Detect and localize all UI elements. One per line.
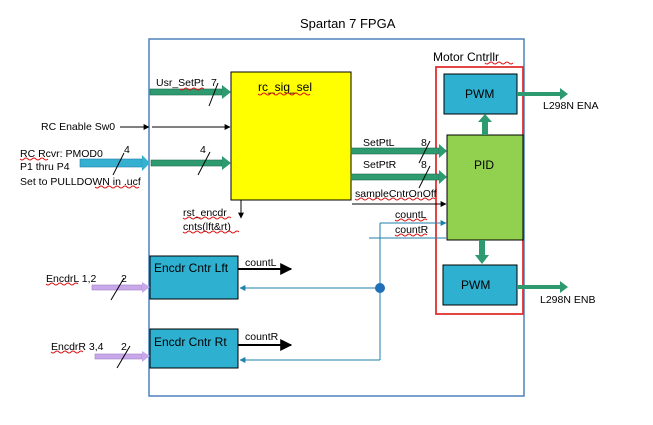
setptl-label: SetPtL [363, 137, 395, 149]
rc-rcvr-line3: Set to PULLDOWN in .ucf [20, 176, 141, 188]
sample-cntr-label: sampleCntrOnOff [355, 188, 437, 200]
rc-rcvr-line2: P1 thru P4 [20, 161, 70, 173]
spell-underline [394, 218, 428, 222]
pwm-bottom-block[interactable] [442, 264, 518, 306]
rst-encdr-line1: rst_encdr [183, 207, 227, 219]
encdrl-width: 2 [121, 273, 127, 285]
countl-out-label: countL [245, 257, 277, 269]
encdrl-label: EncdrL 1,2 [46, 273, 97, 285]
setptr-arrow [350, 170, 447, 184]
countr-out-label: countR [245, 331, 279, 343]
setptr-width: 8 [421, 159, 427, 171]
diagram-title: Spartan 7 FPGA [300, 16, 396, 31]
setptr-label: SetPtR [363, 159, 397, 171]
spell-underline [179, 87, 205, 91]
usr-setpt-label: Usr_SetPt [156, 77, 204, 89]
usr-setpt-arrow [149, 85, 231, 99]
spell-underline [19, 157, 49, 161]
rst-encdr-line2: cnts(lft&rt) [183, 221, 231, 233]
motor-controller-label: Motor Cntrllr [433, 50, 499, 64]
bus-slash [208, 82, 219, 107]
spell-underline [394, 233, 428, 237]
rc-rcvr-outer-arrow [79, 155, 150, 171]
encdrr-width: 2 [121, 341, 127, 353]
spell-underline [182, 230, 240, 234]
setptl-arrow [350, 144, 447, 158]
spell-underline [257, 92, 311, 96]
pid-to-pwm-top-arrow [478, 114, 492, 135]
bus-slash [110, 277, 125, 301]
bus-slash [418, 140, 431, 164]
encdr-cntr-rt-block[interactable] [149, 328, 239, 369]
ena-output-arrow [517, 88, 568, 100]
spell-underline [94, 185, 140, 189]
spell-underline [484, 61, 514, 65]
spell-underline [354, 197, 436, 201]
setptl-width: 8 [421, 137, 427, 149]
rc-sig-sel-block[interactable] [230, 71, 352, 201]
ena-output-label: L298N ENA [543, 100, 598, 112]
rc-sig-sel-label: rc_sig_sel [258, 80, 312, 94]
pwm-bottom-label: PWM [461, 278, 490, 292]
encdrr-label: EncdrR 3,4 [51, 341, 104, 353]
pwm-top-label: PWM [465, 87, 494, 101]
rc-rcvr-inner-arrow [150, 156, 231, 170]
enb-output-arrow [517, 281, 568, 293]
encdr-cntr-rt-label: Encdr Cntr Rt [154, 335, 227, 349]
countl-pid-label: countL [395, 209, 427, 221]
rc-rcvr-width-outer: 4 [124, 144, 130, 156]
encdr-cntr-lft-block[interactable] [149, 255, 239, 300]
encdrr-arrow [94, 351, 150, 362]
usr-setpt-width: 7 [211, 77, 217, 89]
enb-output-label: L298N ENB [540, 294, 595, 306]
junction-dot [375, 283, 385, 293]
bus-slash [112, 152, 125, 176]
rc-enable-label: RC Enable Sw0 [41, 121, 115, 133]
spell-underline [45, 282, 79, 286]
spell-underline [182, 216, 232, 220]
pid-label: PID [474, 158, 494, 172]
pid-to-pwm-bottom-arrow [475, 240, 489, 264]
countr-pid-label: countR [395, 224, 429, 236]
fpga-boundary [148, 38, 525, 397]
encdr-cntr-lft-label: Encdr Cntr Lft [154, 261, 229, 275]
pid-block[interactable] [446, 134, 524, 241]
spell-underline [50, 350, 84, 354]
bus-slash [418, 165, 431, 189]
bus-slash [197, 151, 211, 176]
bus-slash [116, 345, 131, 369]
rc-rcvr-width-inner: 4 [200, 144, 206, 156]
rc-rcvr-line1: RC Rcvr: PMOD0 [20, 148, 103, 160]
